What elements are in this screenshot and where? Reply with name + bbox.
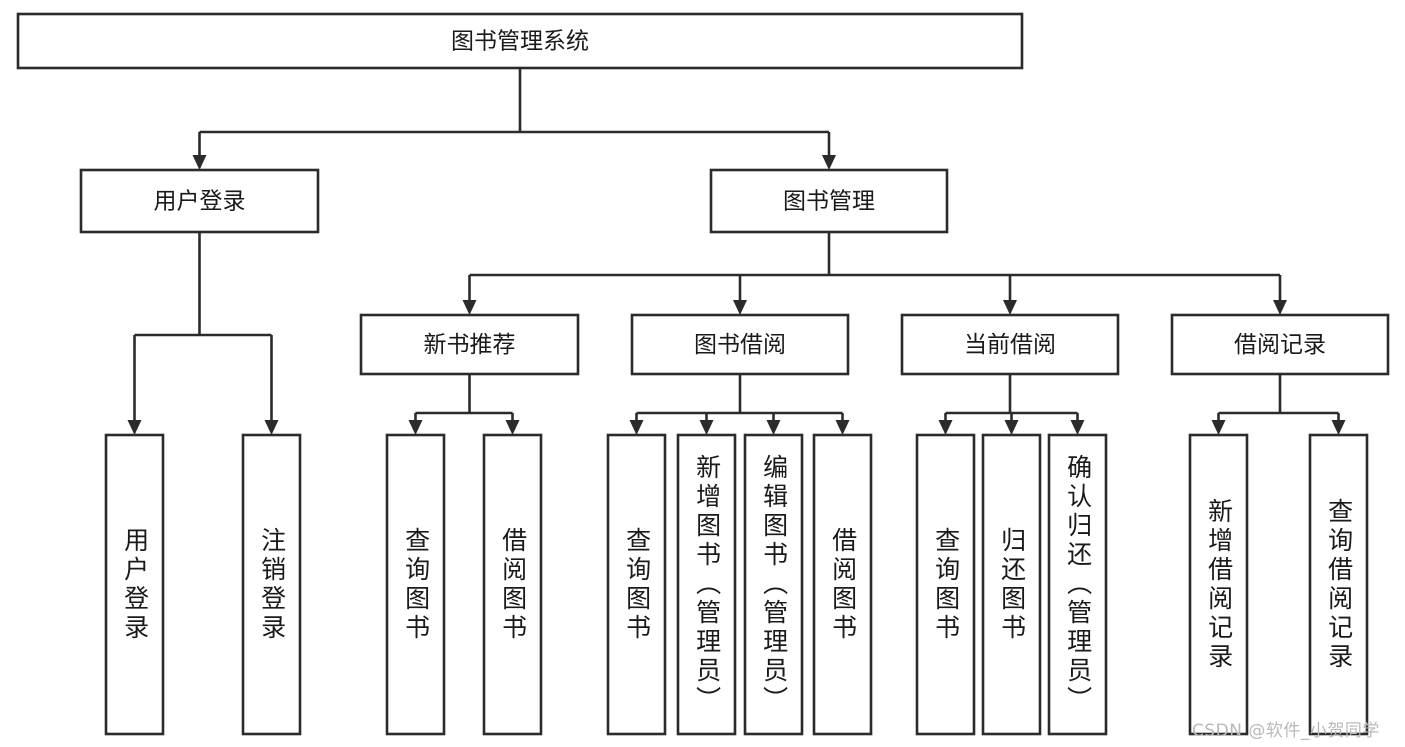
edges-layer: [127, 68, 1346, 435]
leaf-connector-1-1-arrowhead: [505, 420, 520, 435]
leaf-connector-0-1-arrowhead: [264, 420, 279, 435]
leaf-connector-2-1-arrowhead: [699, 420, 714, 435]
leaf-node-box-1[interactable]: [241, 433, 302, 736]
leaf-connector-4-1-arrowhead: [1331, 420, 1346, 435]
level3-node-3-label: 借阅记录: [1234, 332, 1326, 358]
level2-node-0-label: 用户登录: [154, 189, 246, 215]
leaf-connector-3-2-arrowhead: [1070, 420, 1085, 435]
leaf-connector-3-0-arrowhead: [938, 420, 953, 435]
csdn-watermark: CSDN @软件_小贺同学: [1192, 721, 1380, 741]
level3-node-1-box[interactable]: [630, 313, 850, 376]
level2-node-1-box[interactable]: [709, 168, 949, 234]
level3-node-0-box[interactable]: [359, 313, 580, 376]
leaf-connector-4-0-arrowhead: [1211, 420, 1226, 435]
leaf-connector-2-3-arrowhead: [835, 420, 850, 435]
level3-connector-2-arrowhead: [1003, 300, 1017, 315]
level3-connector-0-arrowhead: [462, 300, 477, 315]
level2-node-1-label: 图书管理: [783, 189, 875, 215]
level3-node-3-box[interactable]: [1170, 313, 1390, 376]
root-to-level2-1-arrowhead: [822, 155, 836, 170]
level3-node-0-label: 新书推荐: [424, 332, 516, 358]
leaf-connector-3-1-arrowhead: [1004, 420, 1019, 435]
level3-node-2-box[interactable]: [900, 313, 1120, 376]
leaf-node-box-6[interactable]: [743, 433, 804, 736]
leaf-connector-0-0-arrowhead: [127, 420, 142, 435]
leaf-connector-1-0-arrowhead: [408, 420, 423, 435]
leaf-node-box-11[interactable]: [1188, 433, 1249, 736]
level3-node-1-label: 图书借阅: [694, 332, 786, 358]
leaf-node-box-0[interactable]: [104, 433, 165, 736]
leaf-connector-2-0-arrowhead: [629, 420, 644, 435]
level3-node-2-label: 当前借阅: [964, 332, 1056, 358]
leaf-node-box-7[interactable]: [812, 433, 873, 736]
level3-connector-1-arrowhead: [733, 300, 747, 315]
leaf-node-box-12[interactable]: [1308, 433, 1369, 736]
leaf-node-box-5[interactable]: [676, 433, 737, 736]
leaf-node-box-3[interactable]: [482, 433, 543, 736]
leaf-node-box-9[interactable]: [981, 433, 1042, 736]
leaf-node-box-10[interactable]: [1047, 433, 1108, 736]
leaf-node-box-8[interactable]: [915, 433, 976, 736]
root-to-level2-0-arrowhead: [192, 155, 207, 170]
level2-node-0-box[interactable]: [79, 168, 320, 234]
leaf-node-box-4[interactable]: [606, 433, 667, 736]
root-node-label: 图书管理系统: [451, 29, 589, 55]
level3-connector-3-arrowhead: [1273, 300, 1287, 315]
leaf-connector-2-2-arrowhead: [766, 420, 781, 435]
leaf-node-box-2[interactable]: [385, 433, 446, 736]
root-node-box[interactable]: [16, 12, 1024, 70]
